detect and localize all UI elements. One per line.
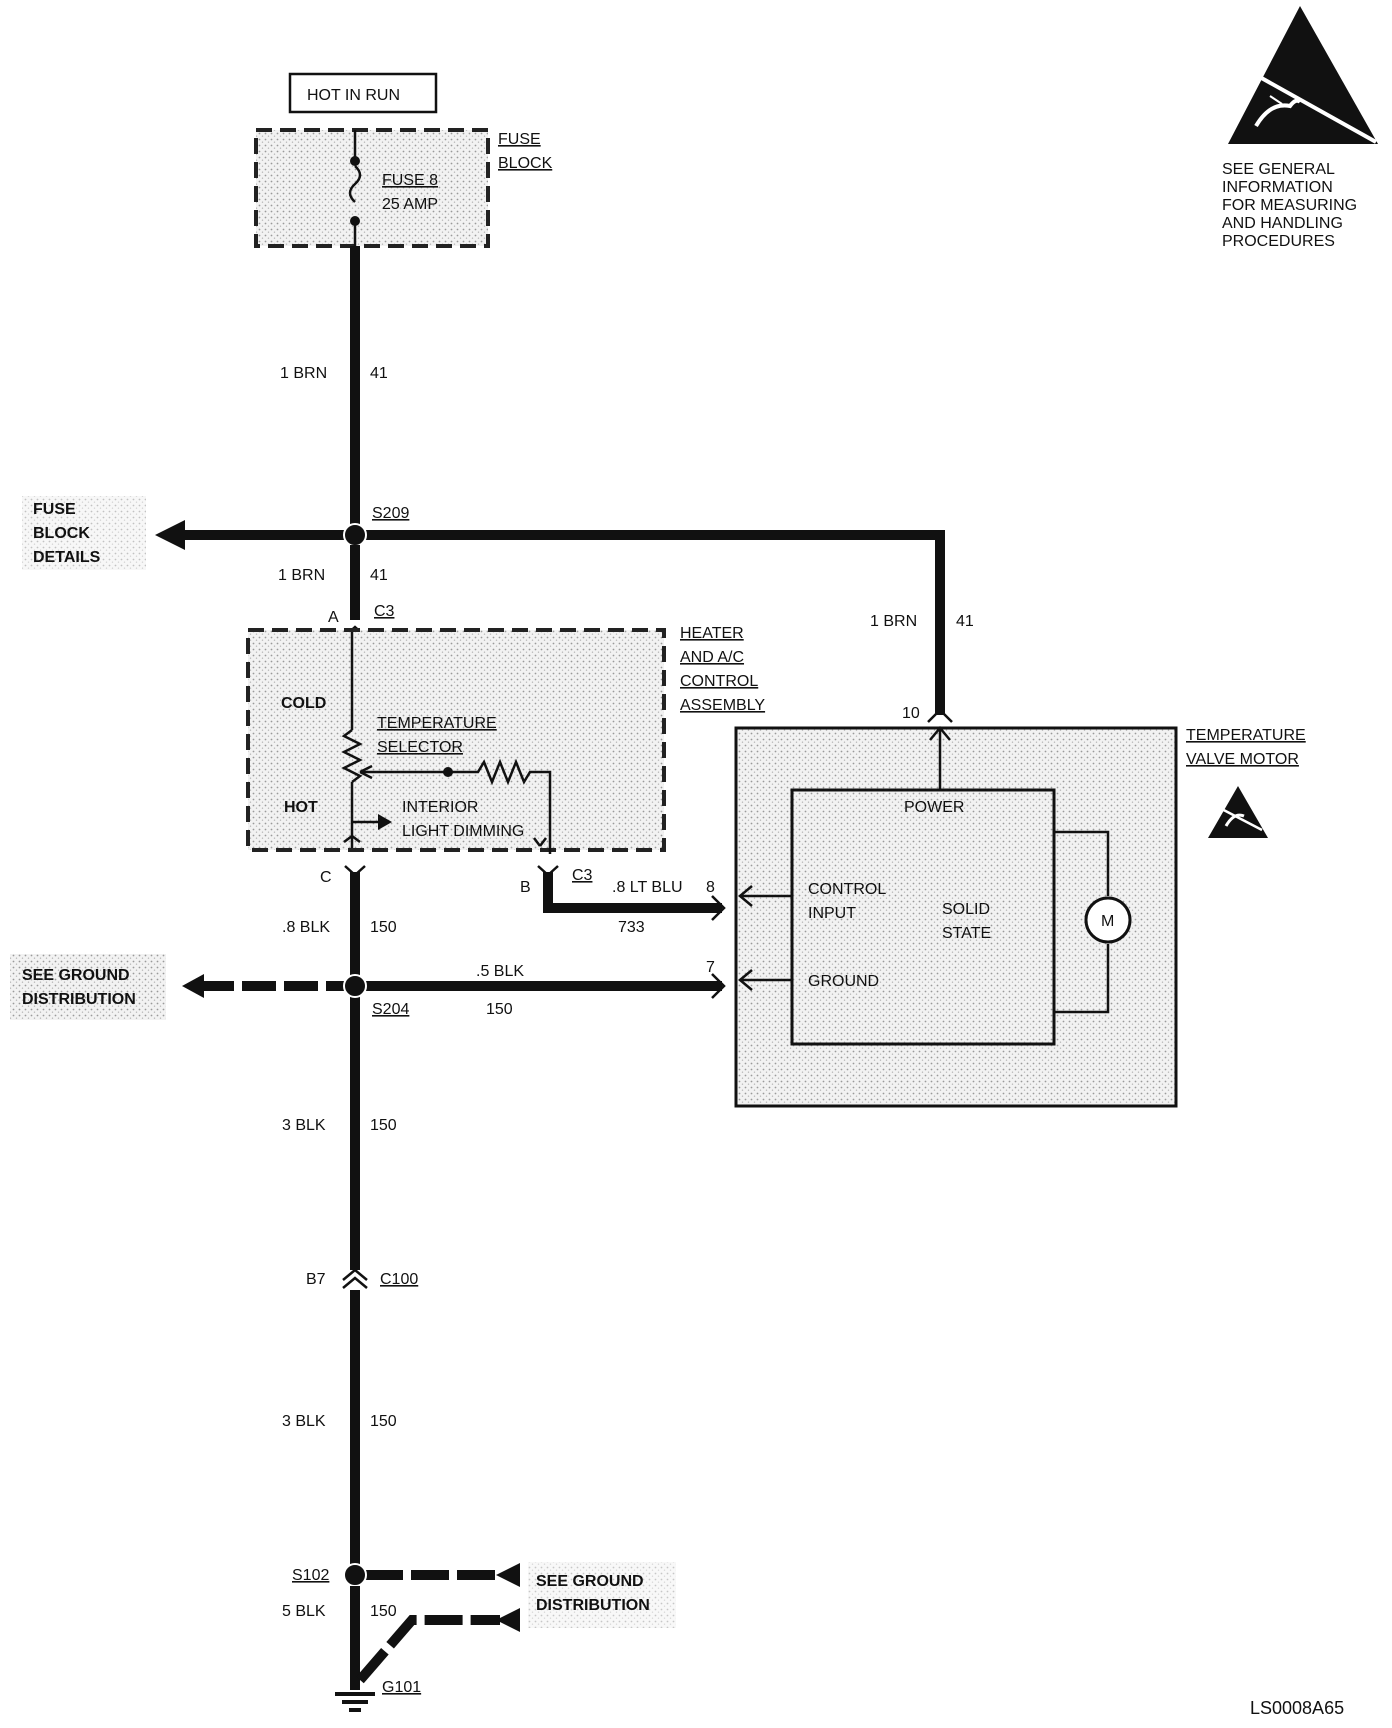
power-label: POWER bbox=[904, 799, 964, 816]
wire-w9-gauge: .8 LT BLU bbox=[612, 879, 683, 896]
svg-text:SEE GENERAL: SEE GENERAL bbox=[1222, 161, 1335, 178]
pin-a-label: A bbox=[328, 609, 339, 626]
svg-text:DETAILS: DETAILS bbox=[33, 549, 101, 566]
hot-in-run-box: HOT IN RUN bbox=[288, 72, 438, 114]
heater-ac-control-assembly: COLD HOT TEMPERATURE SELECTOR INTERIOR L… bbox=[246, 628, 666, 854]
esd-warning-small-icon bbox=[1208, 786, 1268, 838]
wire-w7-circuit: 150 bbox=[370, 1413, 397, 1430]
c100-name: C100 bbox=[380, 1271, 418, 1288]
wire-w9-circuit: 733 bbox=[618, 919, 645, 936]
splice-s102-label: S102 bbox=[292, 1567, 329, 1584]
svg-text:AND HANDLING: AND HANDLING bbox=[1222, 215, 1343, 232]
cold-label: COLD bbox=[281, 695, 326, 712]
connector-c3-top: C3 bbox=[374, 603, 395, 620]
connector-c3-bottom: C3 bbox=[572, 867, 593, 884]
valve-motor-title-2: VALVE MOTOR bbox=[1186, 751, 1299, 768]
esd-note: SEE GENERAL INFORMATION FOR MEASURING AN… bbox=[1222, 161, 1357, 250]
ground-g101-label: G101 bbox=[382, 1679, 421, 1696]
valve-motor-title-1: TEMPERATURE bbox=[1186, 727, 1306, 744]
hot-label: HOT bbox=[284, 799, 318, 816]
splice-s204-label: S204 bbox=[372, 1001, 409, 1018]
wire-w8-circuit: 150 bbox=[370, 1603, 397, 1620]
fuse-name: FUSE 8 bbox=[382, 172, 438, 189]
control-input-label-2: INPUT bbox=[808, 905, 856, 922]
arrow-left-icon bbox=[155, 520, 185, 550]
fuse-block: FUSE 8 25 AMP bbox=[254, 128, 490, 248]
interior-dimming-label-2: LIGHT DIMMING bbox=[402, 823, 524, 840]
wire-w2-gauge: 1 BRN bbox=[278, 567, 325, 584]
svg-text:DISTRIBUTION: DISTRIBUTION bbox=[536, 1597, 650, 1614]
solid-state-module bbox=[790, 788, 1056, 1046]
pin-7-label: 7 bbox=[706, 959, 715, 976]
esd-warning-large-icon bbox=[1228, 6, 1378, 144]
ground-label: GROUND bbox=[808, 973, 879, 990]
ground-arrow-left-icon bbox=[182, 974, 204, 998]
ground-g101-icon bbox=[335, 1692, 375, 1712]
motor-label: M bbox=[1101, 913, 1114, 930]
motor-icon bbox=[1084, 896, 1132, 944]
fuse-rating: 25 AMP bbox=[382, 196, 438, 213]
control-input-label-1: CONTROL bbox=[808, 881, 886, 898]
ground-dist-left-ref: SEE GROUND DISTRIBUTION bbox=[10, 954, 166, 1020]
splice-s209-label: S209 bbox=[372, 505, 409, 522]
svg-text:SEE GROUND: SEE GROUND bbox=[22, 967, 130, 984]
wire-w5-circuit: 150 bbox=[486, 1001, 513, 1018]
fuse-block-title-1: FUSE bbox=[498, 131, 541, 148]
heater-title-1: HEATER bbox=[680, 625, 744, 642]
ground-dist-bottom-ref: SEE GROUND DISTRIBUTION bbox=[528, 1562, 676, 1628]
temperature-selector-resistor-icon bbox=[341, 729, 363, 783]
heater-title-2: AND A/C bbox=[680, 649, 744, 666]
pin-8-label: 8 bbox=[706, 879, 715, 896]
fuse-block-title-2: BLOCK bbox=[498, 155, 553, 172]
ground-arrow-right-icon bbox=[496, 1563, 520, 1587]
solid-state-label-1: SOLID bbox=[942, 901, 990, 918]
splice-s102-dot bbox=[343, 1563, 367, 1587]
wire-w2-circuit: 41 bbox=[370, 567, 388, 584]
wire-w3-circuit: 41 bbox=[956, 613, 974, 630]
svg-text:BLOCK: BLOCK bbox=[33, 525, 90, 542]
pin-b-label: B bbox=[520, 879, 531, 896]
heater-title-3: CONTROL bbox=[680, 673, 758, 690]
wire-w8-gauge: 5 BLK bbox=[282, 1603, 326, 1620]
wire-w4-circuit: 150 bbox=[370, 919, 397, 936]
temp-selector-label-1: TEMPERATURE bbox=[377, 715, 497, 732]
interior-dimming-label-1: INTERIOR bbox=[402, 799, 478, 816]
svg-text:PROCEDURES: PROCEDURES bbox=[1222, 233, 1335, 250]
pin-10-label: 10 bbox=[902, 705, 920, 722]
connector-c100: B7 C100 bbox=[306, 1268, 418, 1289]
c100-pin: B7 bbox=[306, 1271, 326, 1288]
dimming-resistor-icon bbox=[448, 758, 552, 854]
solid-state-label-2: STATE bbox=[942, 925, 991, 942]
fuse-symbol-icon bbox=[348, 165, 362, 203]
temperature-valve-motor: M POWER CONTROL INPUT SOLID STATE GROUND bbox=[734, 726, 1178, 1108]
splice-s204-dot bbox=[343, 974, 367, 998]
splice-s209-dot bbox=[343, 523, 367, 547]
heater-title-4: ASSEMBLY bbox=[680, 697, 765, 714]
wire-lt-blu bbox=[543, 872, 722, 913]
svg-text:SEE GROUND: SEE GROUND bbox=[536, 1573, 644, 1590]
wire-w6-gauge: 3 BLK bbox=[282, 1117, 326, 1134]
wire-w5-gauge: .5 BLK bbox=[476, 963, 524, 980]
dimming-arrow-icon bbox=[378, 814, 392, 830]
svg-text:FOR MEASURING: FOR MEASURING bbox=[1222, 197, 1357, 214]
svg-text:DISTRIBUTION: DISTRIBUTION bbox=[22, 991, 136, 1008]
figure-id: LS0008A65 bbox=[1250, 1698, 1344, 1718]
wire-w1-gauge: 1 BRN bbox=[280, 365, 327, 382]
svg-text:FUSE: FUSE bbox=[33, 501, 76, 518]
wire-w3-gauge: 1 BRN bbox=[870, 613, 917, 630]
wire-w7-gauge: 3 BLK bbox=[282, 1413, 326, 1430]
hot-in-run-label: HOT IN RUN bbox=[307, 87, 400, 104]
fuse-block-details-ref: FUSE BLOCK DETAILS bbox=[22, 496, 146, 570]
wire-w1-circuit: 41 bbox=[370, 365, 388, 382]
svg-text:INFORMATION: INFORMATION bbox=[1222, 179, 1333, 196]
wire-w6-circuit: 150 bbox=[370, 1117, 397, 1134]
wire-second-ground-dist bbox=[356, 1615, 500, 1684]
pin-c-label: C bbox=[320, 869, 332, 886]
ground-arrow-right-2-icon bbox=[496, 1608, 520, 1632]
temp-selector-label-2: SELECTOR bbox=[377, 739, 463, 756]
wire-w4-gauge: .8 BLK bbox=[282, 919, 330, 936]
